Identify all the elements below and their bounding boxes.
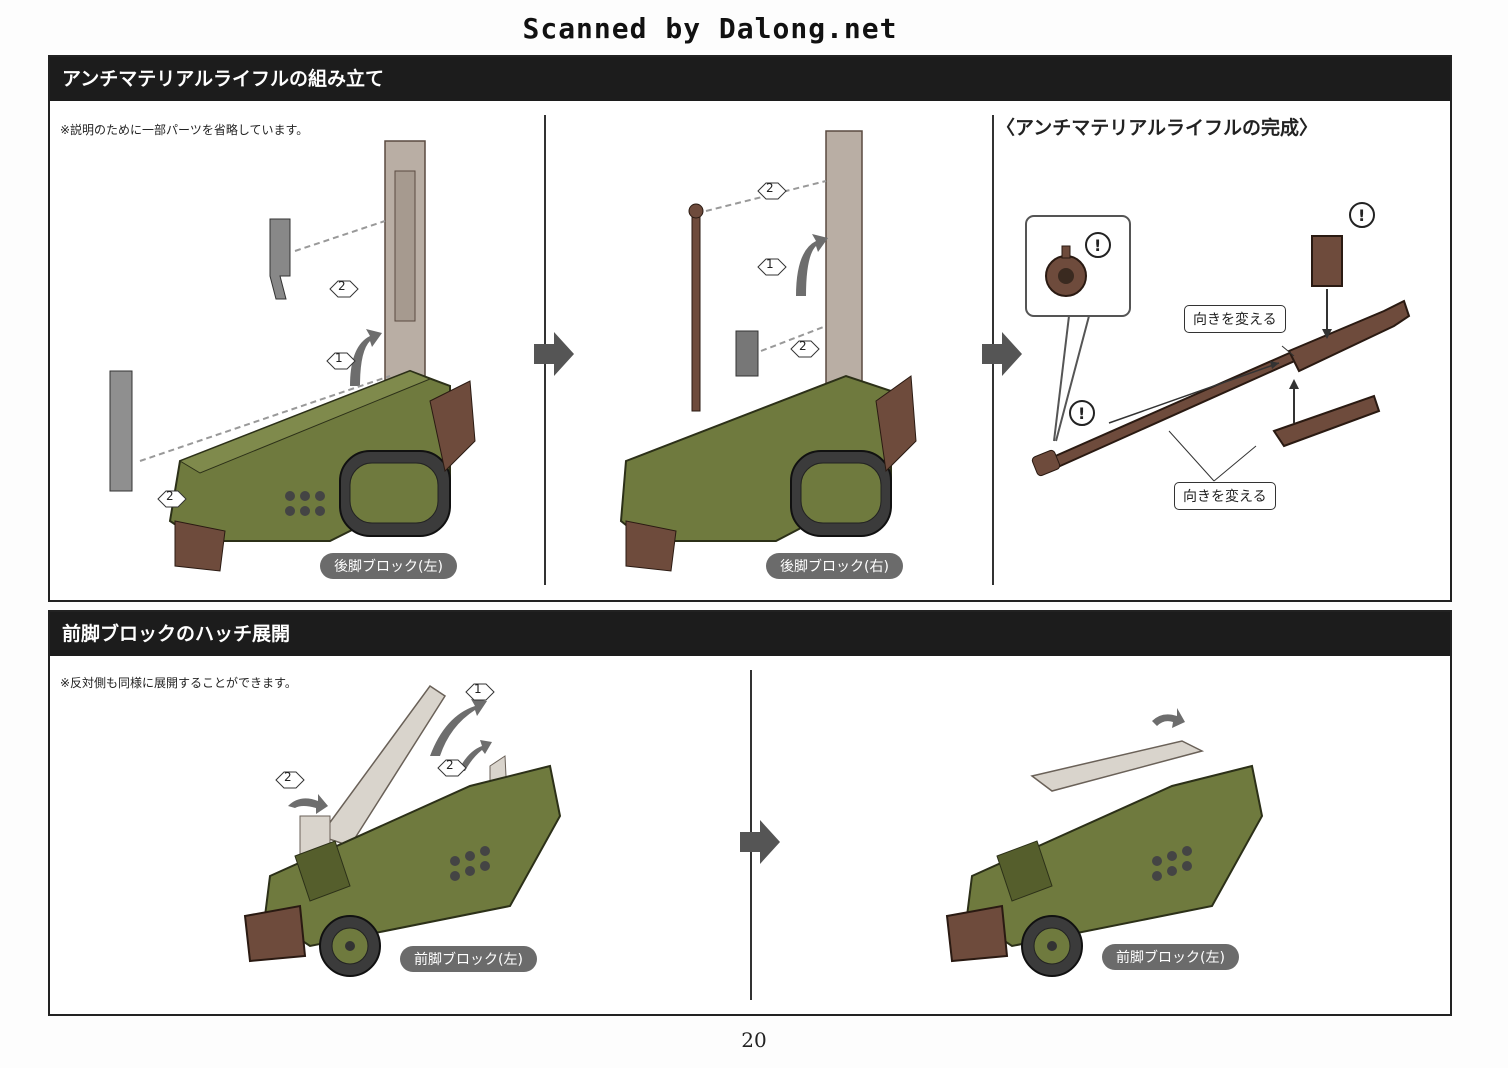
section-rifle-assembly: アンチマテリアルライフルの組み立て ※説明のために一部パーツを省略しています。 xyxy=(48,55,1452,602)
rear-leg-right-illustration xyxy=(619,130,917,572)
step-panel-hatch-folded: 前脚ブロック(左) xyxy=(752,656,1450,1012)
part-caption: 後脚ブロック(左) xyxy=(320,553,457,579)
step-panel-left-rear-leg: 1 2 2 後脚ブロック(左) xyxy=(50,101,544,598)
rifle-complete-illustration: ! ! ! xyxy=(1025,202,1411,482)
note: ※反対側も同様に展開することができます。 xyxy=(60,676,297,690)
next-step-arrow xyxy=(982,332,1022,376)
caution-icon: ! xyxy=(1085,232,1111,258)
section-front-leg-hatch: 前脚ブロックのハッチ展開 ※反対側も同様に展開することができます。 xyxy=(48,610,1452,1016)
note: ※説明のために一部パーツを省略しています。 xyxy=(60,123,309,137)
watermark: Scanned by Dalong.net xyxy=(522,12,898,45)
rear-leg-left-illustration xyxy=(109,140,476,572)
part-caption: 前脚ブロック(左) xyxy=(1102,944,1239,970)
step-number: 2 xyxy=(766,181,774,195)
page-number: 20 xyxy=(741,1028,767,1052)
rotate-callout: 向きを変える xyxy=(1184,305,1286,333)
section-title: アンチマテリアルライフルの組み立て xyxy=(50,57,1450,101)
step-panel-right-rear-leg: 1 2 2 後脚ブロック(右) xyxy=(546,101,992,598)
step-number: 2 xyxy=(338,279,346,293)
step-number: 1 xyxy=(335,351,343,365)
step-number: 2 xyxy=(166,489,174,503)
step-number: 1 xyxy=(474,682,482,696)
svg-text:!: ! xyxy=(1094,236,1101,255)
step-panel-rifle-complete: 〈アンチマテリアルライフルの完成〉 xyxy=(994,101,1450,598)
svg-text:!: ! xyxy=(1078,404,1085,423)
step-panel-hatch-open: 1 2 2 前脚ブロック(左) xyxy=(50,656,750,1012)
svg-text:!: ! xyxy=(1358,206,1365,225)
front-leg-open-illustration xyxy=(243,683,562,977)
step-number: 2 xyxy=(799,339,807,353)
step-number: 2 xyxy=(284,770,292,784)
next-step-arrow xyxy=(534,332,574,376)
next-step-arrow xyxy=(740,820,780,864)
caution-icon: ! xyxy=(1069,400,1095,426)
section-title: 前脚ブロックのハッチ展開 xyxy=(50,612,1450,656)
caution-icon: ! xyxy=(1349,202,1375,228)
step-number: 1 xyxy=(766,257,774,271)
part-caption: 前脚ブロック(左) xyxy=(400,946,537,972)
complete-title: 〈アンチマテリアルライフルの完成〉 xyxy=(996,117,1319,139)
rotate-callout: 向きを変える xyxy=(1174,482,1276,510)
front-leg-folded-illustration xyxy=(945,708,1264,977)
step-number: 2 xyxy=(446,758,454,772)
part-caption: 後脚ブロック(右) xyxy=(766,553,903,579)
